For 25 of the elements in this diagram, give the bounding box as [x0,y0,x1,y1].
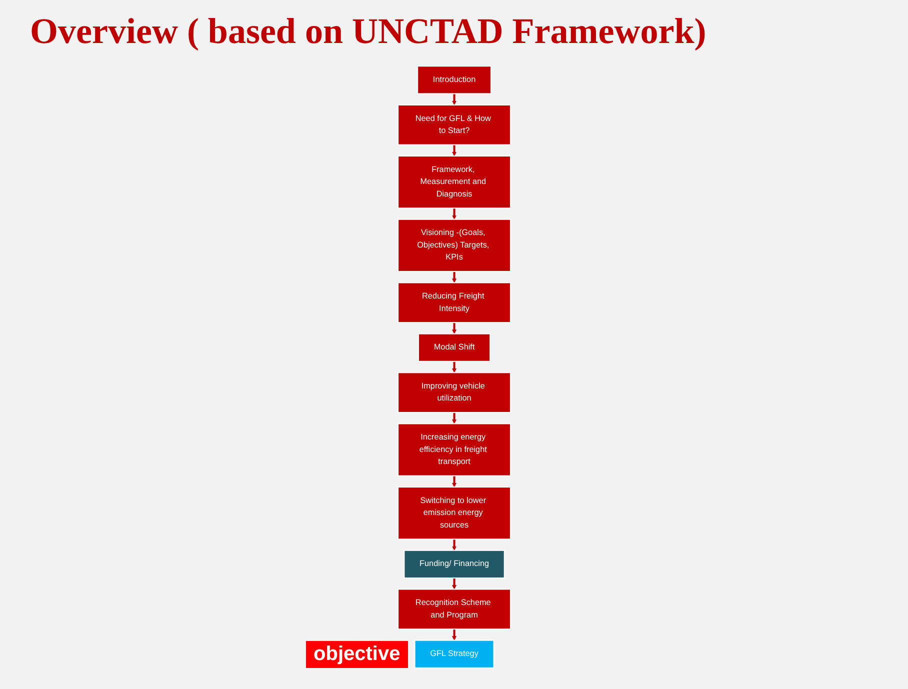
arrow [452,144,456,156]
arrow [452,476,456,488]
node-box: Introduction [416,66,492,94]
node-box: Reducing Freight Intensity [397,282,511,324]
node-box: Switching to lower emission energy sources [397,486,511,540]
node-box: Improving vehicle utilization [397,372,511,413]
node-box: Framework, Measurement and Diagnosis [397,156,511,209]
arrow [452,322,456,334]
arrow [452,208,456,220]
arrow [452,361,456,373]
node-box: Need for GFL & How to Start? [397,104,511,146]
node-box: Modal Shift [418,333,490,362]
arrow [452,412,456,424]
arrow [452,578,456,590]
node-box: Funding/ Financing [403,550,505,578]
node-box: GFL Strategy [414,640,494,668]
arrow [452,94,456,106]
node-box: Increasing energy efficiency in freight transport [397,423,511,476]
title: Overview ( based on UNCTAD Framework) [30,10,708,52]
node-box: Recognition Scheme and Program [397,588,511,630]
arrow [452,539,456,551]
node-box: Visioning -(Goals, Objectives) Targets, KPIs [397,218,511,272]
arrow [452,271,456,283]
tag-label: objective [306,640,408,668]
arrow [452,628,456,641]
